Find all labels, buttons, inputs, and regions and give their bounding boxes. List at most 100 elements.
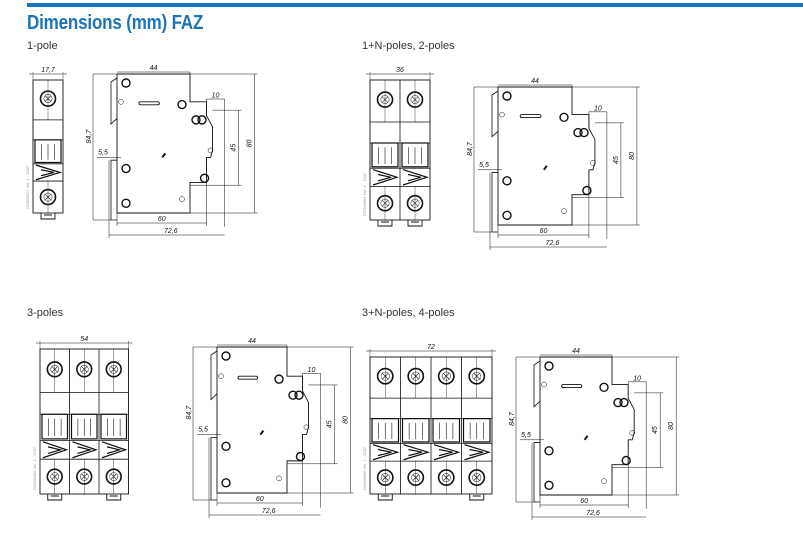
hole: [118, 99, 124, 105]
screw-head: [109, 364, 119, 374]
terminal-screw-icon: [76, 468, 93, 485]
terminal-screw-icon: [39, 90, 57, 107]
latch: [110, 77, 118, 125]
dimension-label: 5,5: [98, 150, 108, 157]
mounting-hole: [121, 78, 131, 88]
terminal-screw-icon: [407, 367, 425, 385]
trip-indicator-arrow-icon: [464, 444, 492, 461]
dimension-label: 45: [652, 426, 659, 434]
mounting-hole: [221, 478, 231, 488]
toggle-lever: [371, 142, 399, 168]
drawing-code: DG000084 Ver. 1 - 2007: [362, 172, 367, 216]
terminal-screw-icon: [76, 361, 93, 378]
dimension-label: 45: [231, 144, 238, 152]
hole: [179, 196, 185, 202]
dimension-label: 10: [594, 105, 602, 112]
dimension-label: 5,5: [198, 427, 208, 434]
trip-indicator-arrow-icon: [433, 444, 461, 461]
slot: [519, 114, 542, 119]
mounting-hole: [295, 451, 306, 462]
mounting-hole: [544, 480, 554, 491]
screw-head: [472, 371, 482, 381]
slot-small: [543, 165, 548, 171]
terminal-screw-icon: [376, 469, 394, 486]
din-clip: [377, 494, 393, 501]
dimension-label: 45: [613, 156, 620, 164]
mounting-hole: [288, 390, 298, 400]
dimension-label: 80: [247, 140, 254, 148]
terminal-screw-icon: [105, 361, 122, 378]
mounting-hole: [544, 446, 554, 456]
latch: [210, 350, 218, 401]
rail-clip: [533, 442, 540, 503]
dimension-label: 60: [158, 216, 166, 223]
screw-slot: [44, 95, 52, 102]
screw-head: [43, 94, 53, 103]
dimension-label: 44: [531, 78, 539, 85]
mounting-hole: [579, 127, 589, 138]
dimension-label: 44: [150, 65, 158, 72]
screw-slot: [412, 372, 420, 380]
trip-indicator-arrow-icon: [35, 164, 63, 181]
mounting-hole: [621, 455, 631, 466]
screw-head: [441, 371, 451, 381]
dimension-label: 84,7: [509, 411, 516, 426]
terminal-screw-icon: [376, 91, 394, 108]
screw-slot: [473, 372, 481, 380]
header-rule: [27, 3, 803, 7]
screw-head: [441, 473, 451, 483]
terminal-screw-icon: [46, 361, 63, 378]
dimension-label: 44: [248, 338, 256, 345]
hole: [499, 111, 505, 118]
drawing-code: DG000077 Ver. 1 - 2007: [25, 165, 30, 209]
dimension-label: 45: [326, 420, 333, 428]
dimension-label: 60: [256, 496, 264, 503]
screw-slot: [442, 474, 450, 481]
screw-slot: [110, 366, 117, 373]
mounting-hole: [197, 115, 207, 125]
trip-indicator-arrow-icon: [42, 441, 69, 459]
width-dimension: 36: [396, 67, 404, 74]
hole: [207, 147, 214, 154]
mounting-hole: [502, 91, 512, 101]
toggle-lever: [100, 413, 128, 440]
screw-head: [410, 198, 420, 208]
din-clip: [407, 220, 423, 227]
toggle-lever: [34, 139, 62, 164]
terminal-screw-icon: [407, 469, 425, 486]
screw-head: [410, 95, 420, 104]
mounting-hole: [274, 374, 284, 384]
terminal-screw-icon: [468, 469, 486, 486]
drawing-code: DG000086 Ver. 1 - 2007: [362, 446, 367, 490]
latch: [491, 90, 499, 138]
dimension-label: 5,5: [521, 432, 531, 439]
din-clip: [469, 494, 485, 501]
terminal-screw-icon: [376, 367, 394, 385]
breaker-side-outline: [539, 356, 635, 496]
screw-slot: [411, 96, 419, 103]
dimension-label: 80: [342, 416, 349, 424]
mounting-hole: [121, 163, 131, 174]
dimension-label: 10: [308, 367, 316, 374]
mounting-hole: [613, 397, 623, 408]
slot-small: [161, 152, 167, 158]
dimension-label: 84,7: [186, 405, 193, 420]
din-clip: [106, 494, 122, 501]
dimension-label: 72,6: [586, 510, 600, 517]
section-label-4-poles: 3+N-poles, 4-poles: [362, 307, 455, 319]
mounting-hole: [573, 127, 583, 138]
mounting-hole: [191, 115, 201, 125]
mounting-hole: [544, 361, 554, 371]
screw-head: [79, 364, 89, 374]
slot: [138, 101, 160, 106]
screw-slot: [51, 473, 58, 480]
din-clip: [47, 494, 63, 501]
mounting-hole: [599, 382, 609, 393]
screw-head: [411, 473, 421, 483]
hole: [590, 160, 596, 166]
